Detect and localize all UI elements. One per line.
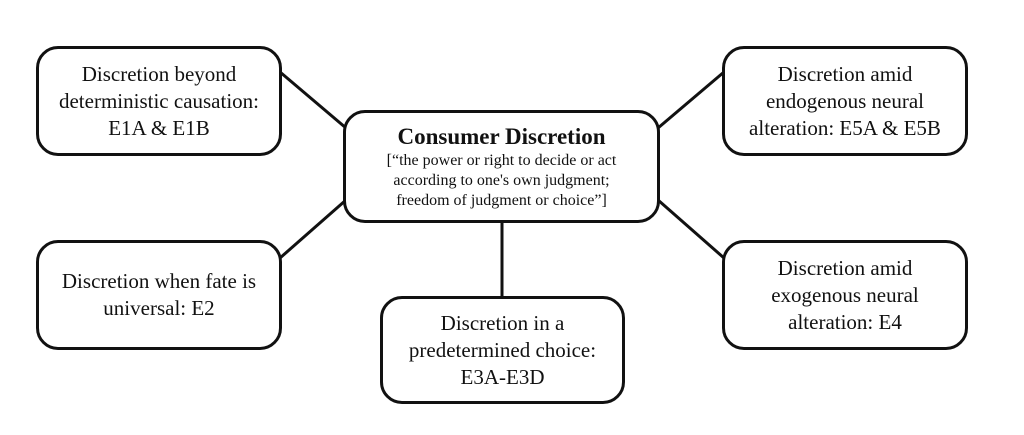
node-text-line: Discretion amid: [777, 61, 913, 86]
node-text-line: alteration: E5A & E5B: [749, 115, 941, 140]
node-top-left: Discretion beyond deterministic causatio…: [36, 46, 282, 156]
connector-bottom-right: [657, 198, 725, 260]
node-text-line: E1A & E1B: [108, 115, 210, 140]
node-top-right: Discretion amid endogenous neural altera…: [722, 46, 968, 156]
central-concept-box: Consumer Discretion [“the power or right…: [343, 110, 660, 223]
connector-top-right: [657, 70, 725, 130]
node-text-line: Discretion amid: [777, 255, 913, 280]
node-bottom-left: Discretion when fate is universal: E2: [36, 240, 282, 350]
node-text-line: Discretion in a: [440, 310, 565, 335]
node-text-line: E3A-E3D: [460, 364, 545, 389]
node-text-line: exogenous neural: [771, 282, 919, 307]
node-text-line: predetermined choice:: [408, 337, 597, 362]
node-text-line: endogenous neural: [765, 88, 925, 113]
connector-top-left: [279, 70, 347, 130]
node-text-line: Discretion when fate is: [61, 269, 257, 293]
node-text-line: deterministic causation:: [58, 88, 260, 113]
node-bottom-center: Discretion in a predetermined choice: E3…: [380, 296, 625, 404]
definition-line-2: according to one's own judgment;: [393, 171, 610, 189]
node-text-line: alteration: E4: [788, 309, 902, 334]
node-text-line: universal: E2: [103, 296, 215, 320]
central-concept-title: Consumer Discretion: [397, 123, 606, 149]
node-text-line: Discretion beyond: [81, 61, 237, 86]
node-bottom-right: Discretion amid exogenous neural alterat…: [722, 240, 968, 350]
definition-line-1: [“the power or right to decide or act: [386, 151, 617, 169]
definition-line-3: freedom of judgment or choice”]: [396, 191, 607, 209]
connector-bottom-left: [279, 198, 347, 260]
